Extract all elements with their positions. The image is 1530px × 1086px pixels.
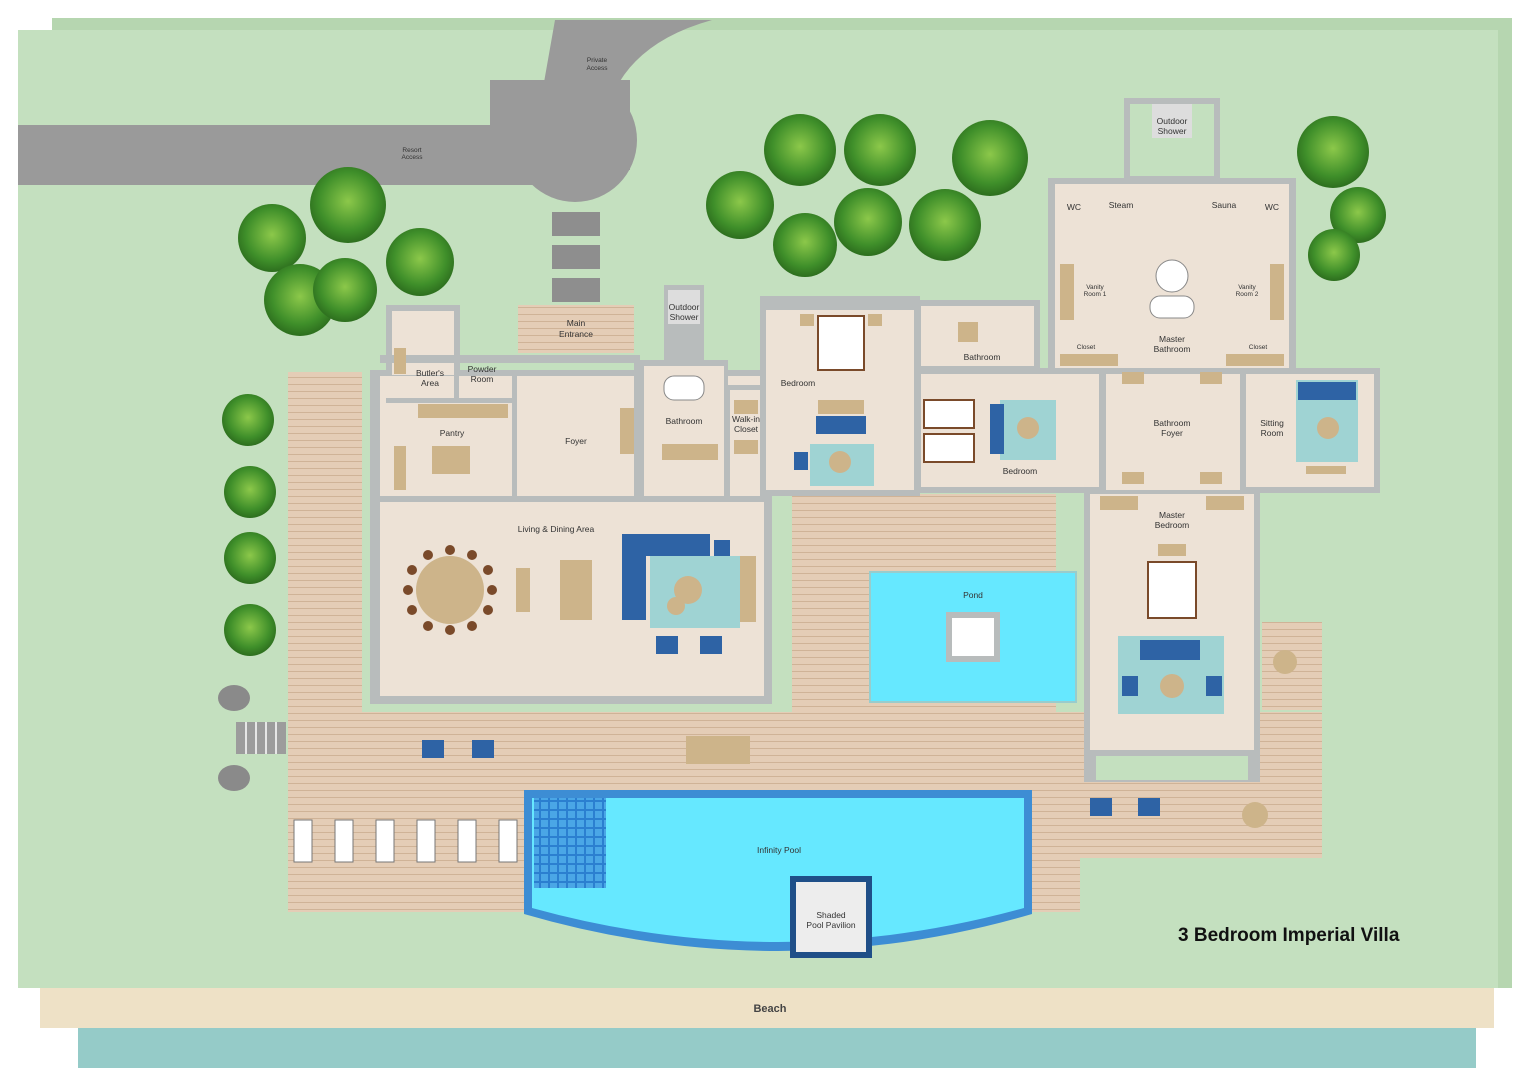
- twin-bed-icon: [923, 433, 975, 463]
- tree-icon: [834, 188, 902, 256]
- pond: Pond: [869, 571, 1077, 703]
- master-bathroom-label-1: Master: [1159, 334, 1185, 344]
- plan-title: 3 Bedroom Imperial Villa: [1178, 925, 1400, 946]
- vanity-room-2-label-2: Room 2: [1236, 291, 1259, 298]
- powder-room-label-2: Room: [471, 374, 494, 384]
- walk-in-closet-label-1: Walk-in: [732, 414, 760, 424]
- powder-room-label-1: Powder: [468, 364, 497, 374]
- furniture: [293, 259, 1358, 863]
- living-dining-label: Living & Dining Area: [518, 524, 595, 534]
- tree-icon: [1297, 116, 1369, 188]
- left-path: [218, 685, 286, 791]
- bathroom-foyer-label-2: Foyer: [1161, 428, 1183, 438]
- main-entrance-label-1: Main: [567, 318, 586, 328]
- sitting-room-label-2: Room: [1261, 428, 1284, 438]
- master-bed-icon: [1147, 561, 1197, 619]
- outdoor-shower-2-label-2: Shower: [1158, 126, 1187, 136]
- foyer-label: Foyer: [565, 436, 587, 446]
- bedroom-1-label: Bedroom: [781, 378, 816, 388]
- tree-icon: [1330, 187, 1386, 243]
- twin-bed-icon: [923, 399, 975, 429]
- shaded-pavilion-label-2: Pool Pavilion: [806, 920, 855, 930]
- access-road: Private Access Resort Access: [18, 20, 712, 202]
- bathtub-icon: [663, 375, 705, 401]
- private-access-label-1: Private: [587, 57, 608, 64]
- bathroom-1-label: Bathroom: [666, 416, 703, 426]
- vanity-room-1-label-1: Vanity: [1086, 284, 1104, 291]
- steam-label: Steam: [1109, 200, 1134, 210]
- main-entrance-label-2: Entrance: [559, 329, 593, 339]
- closet-right-label: Closet: [1249, 344, 1268, 351]
- master-bedroom-label-2: Bedroom: [1155, 520, 1190, 530]
- outdoor-shower-2-label-1: Outdoor: [1157, 116, 1188, 126]
- resort-access-label-2: Access: [402, 154, 424, 161]
- bedroom-2-label: Bedroom: [1003, 466, 1038, 476]
- sitting-room-label-1: Sitting: [1260, 418, 1284, 428]
- pantry-label: Pantry: [440, 428, 465, 438]
- tree-icon: [310, 167, 386, 243]
- shaded-pavilion-label-1: Shaded: [816, 910, 846, 920]
- tree-icon: [1308, 229, 1360, 281]
- tree-icon: [706, 171, 774, 239]
- bed-icon: [817, 315, 865, 371]
- butlers-area-label-1: Butler's: [416, 368, 444, 378]
- vanity-room-2-label-1: Vanity: [1238, 284, 1256, 291]
- beach-label: Beach: [753, 1003, 786, 1015]
- sauna-label: Sauna: [1212, 200, 1237, 210]
- infinity-pool-label: Infinity Pool: [757, 845, 801, 855]
- resort-access-label-1: Resort: [402, 147, 421, 154]
- tree-icon: [238, 204, 306, 272]
- tree-icon: [909, 189, 981, 261]
- stepping-stones: [552, 212, 600, 302]
- tree-icon: [952, 120, 1028, 196]
- wc-left-label: WC: [1067, 202, 1081, 212]
- outdoor-shower-1-label-1: Outdoor: [669, 302, 700, 312]
- tree-icon: [773, 213, 837, 277]
- master-bedroom-label-1: Master: [1159, 510, 1185, 520]
- shrub-icon: [222, 394, 274, 446]
- beach-sand: [40, 988, 1494, 1028]
- dining-table: [416, 556, 484, 624]
- entrance-deck: [518, 305, 634, 353]
- shrub-icon: [224, 604, 276, 656]
- wc-right-label: WC: [1265, 202, 1279, 212]
- master-bathroom-label-2: Bathroom: [1154, 344, 1191, 354]
- infinity-pool: Infinity Pool Shaded Pool Pavilion: [524, 790, 1032, 958]
- sea: [78, 1028, 1476, 1068]
- shrub-icon: [224, 466, 276, 518]
- vanity-room-1-label-2: Room 1: [1084, 291, 1107, 298]
- bathroom-2-label: Bathroom: [964, 352, 1001, 362]
- tree-icon: [764, 114, 836, 186]
- bathroom-foyer-label-1: Bathroom: [1154, 418, 1191, 428]
- bathtub-icon: [1149, 295, 1195, 319]
- private-access-label-2: Access: [587, 65, 609, 72]
- tree-icon: [386, 228, 454, 296]
- trees: [222, 114, 1386, 656]
- closet-left-label: Closet: [1077, 344, 1096, 351]
- room-labels: Main Entrance Outdoor Shower Outdoor Sho…: [416, 116, 1284, 534]
- tree-icon: [844, 114, 916, 186]
- walk-in-closet-label-2: Closet: [734, 424, 759, 434]
- pond-label: Pond: [963, 590, 983, 600]
- outdoor-shower-1-label-2: Shower: [670, 312, 699, 322]
- butlers-area-label-2: Area: [421, 378, 439, 388]
- tree-icon: [313, 258, 377, 322]
- shrub-icon: [224, 532, 276, 584]
